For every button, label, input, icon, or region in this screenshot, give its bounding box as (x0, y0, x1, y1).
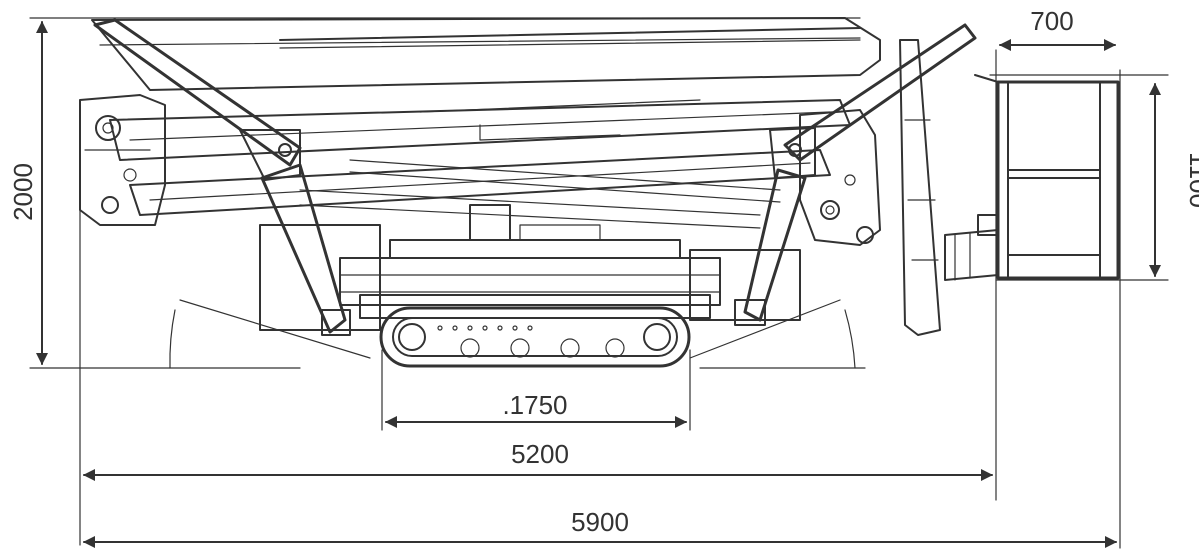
boom-assembly (91, 17, 881, 229)
dimension-track-length: .1750 (385, 390, 687, 428)
machine-outline (79, 17, 1120, 368)
dim-label-length-total: 5900 (571, 507, 629, 537)
dimension-length-total: 5900 (83, 507, 1117, 548)
outrigger-left (79, 18, 351, 336)
crawler-track (379, 306, 691, 368)
dim-label-basket-height: 1100 (1184, 152, 1199, 208)
dim-label-basket-width: 700 (1030, 6, 1073, 36)
basket (944, 74, 1120, 281)
dimension-basket-height: 1100 (1149, 83, 1199, 277)
dim-label-track-length: .1750 (502, 390, 567, 420)
dimension-height-total: 2000 (8, 21, 48, 365)
dim-label-length-to-basket: 5200 (511, 439, 569, 469)
dimension-basket-width: 700 (999, 6, 1116, 51)
angle-markers (169, 299, 856, 369)
dim-label-height-total: 2000 (8, 163, 38, 221)
chassis (259, 204, 801, 331)
outrigger-right (734, 23, 977, 336)
dimension-length-to-basket: 5200 (83, 439, 993, 481)
